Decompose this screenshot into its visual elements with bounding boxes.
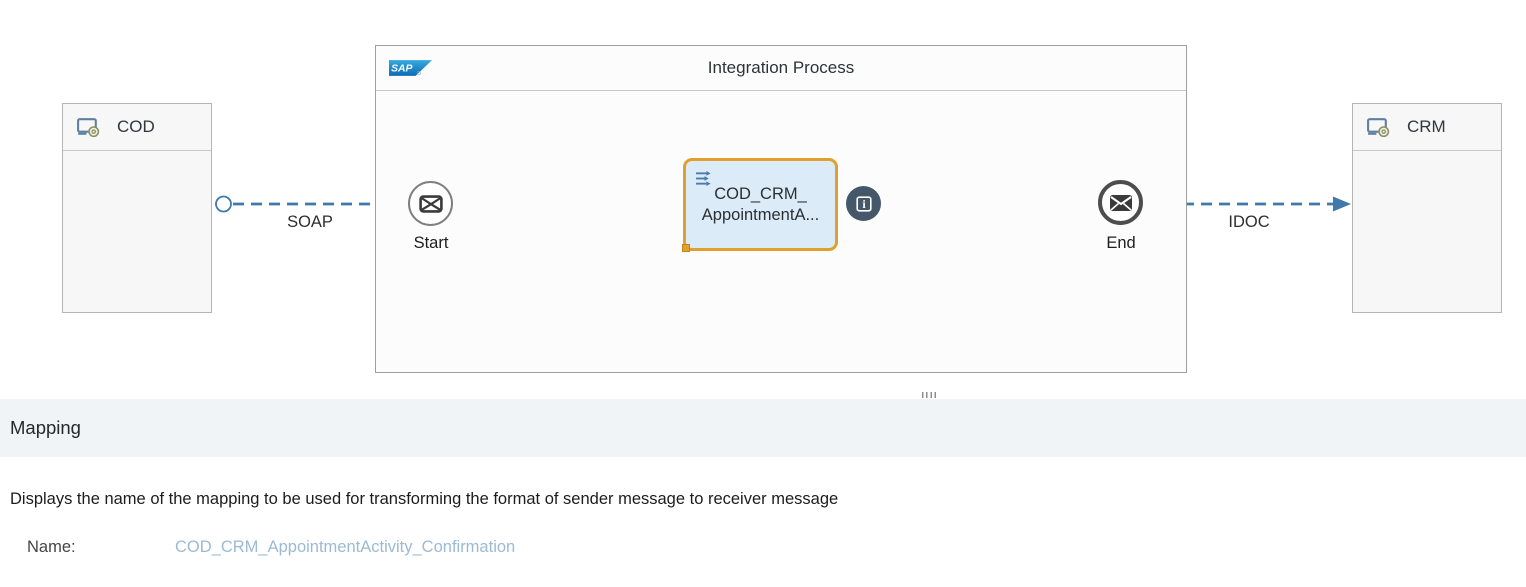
splitter-grip[interactable] <box>922 392 939 398</box>
connector-port[interactable] <box>215 195 232 213</box>
properties-panel-header: Mapping <box>0 399 1526 457</box>
system-participant-icon <box>1367 117 1390 137</box>
info-badge[interactable]: i <box>846 186 881 221</box>
sap-logo-icon: SAP <box>389 60 432 76</box>
selection-handle[interactable] <box>682 244 690 252</box>
iflow-canvas: COD CRM <box>62 45 1502 373</box>
end-event-label: End <box>1106 234 1136 252</box>
participant-label: COD <box>117 117 155 136</box>
adapter-label-idoc[interactable]: IDOC <box>1228 213 1270 231</box>
process-title: Integration Process <box>707 58 855 77</box>
start-event[interactable] <box>408 181 453 226</box>
message-envelope-filled-icon <box>1109 194 1132 211</box>
start-event-label: Start <box>413 234 449 252</box>
info-icon: i <box>855 195 872 212</box>
mapping-name-link[interactable]: COD_CRM_AppointmentActivity_Confirmation <box>175 538 516 556</box>
mapping-step[interactable]: COD_CRM_ AppointmentA... <box>682 158 838 252</box>
participant-header: COD <box>63 104 211 151</box>
arrowhead-icon <box>1333 196 1351 212</box>
participant-header: CRM <box>1353 104 1501 151</box>
participant-sender[interactable]: COD <box>62 103 212 313</box>
mapping-step-label-line2: AppointmentA... <box>701 205 820 224</box>
message-envelope-icon <box>418 194 443 213</box>
adapter-label-soap[interactable]: SOAP <box>287 213 333 231</box>
panel-title: Mapping <box>10 417 81 438</box>
mapping-icon <box>696 171 711 186</box>
process-header: SAP Integration Process <box>376 46 1186 91</box>
info-icon-glyph: i <box>862 197 866 211</box>
participant-receiver[interactable]: CRM <box>1352 103 1502 313</box>
participant-label: CRM <box>1407 117 1446 136</box>
name-label: Name: <box>27 538 76 556</box>
panel-description: Displays the name of the mapping to be u… <box>10 490 839 508</box>
system-participant-icon <box>77 117 100 137</box>
end-event[interactable] <box>1098 180 1143 225</box>
sap-logo-text: SAP <box>391 64 412 75</box>
mapping-step-label-line1: COD_CRM_ <box>714 184 807 203</box>
